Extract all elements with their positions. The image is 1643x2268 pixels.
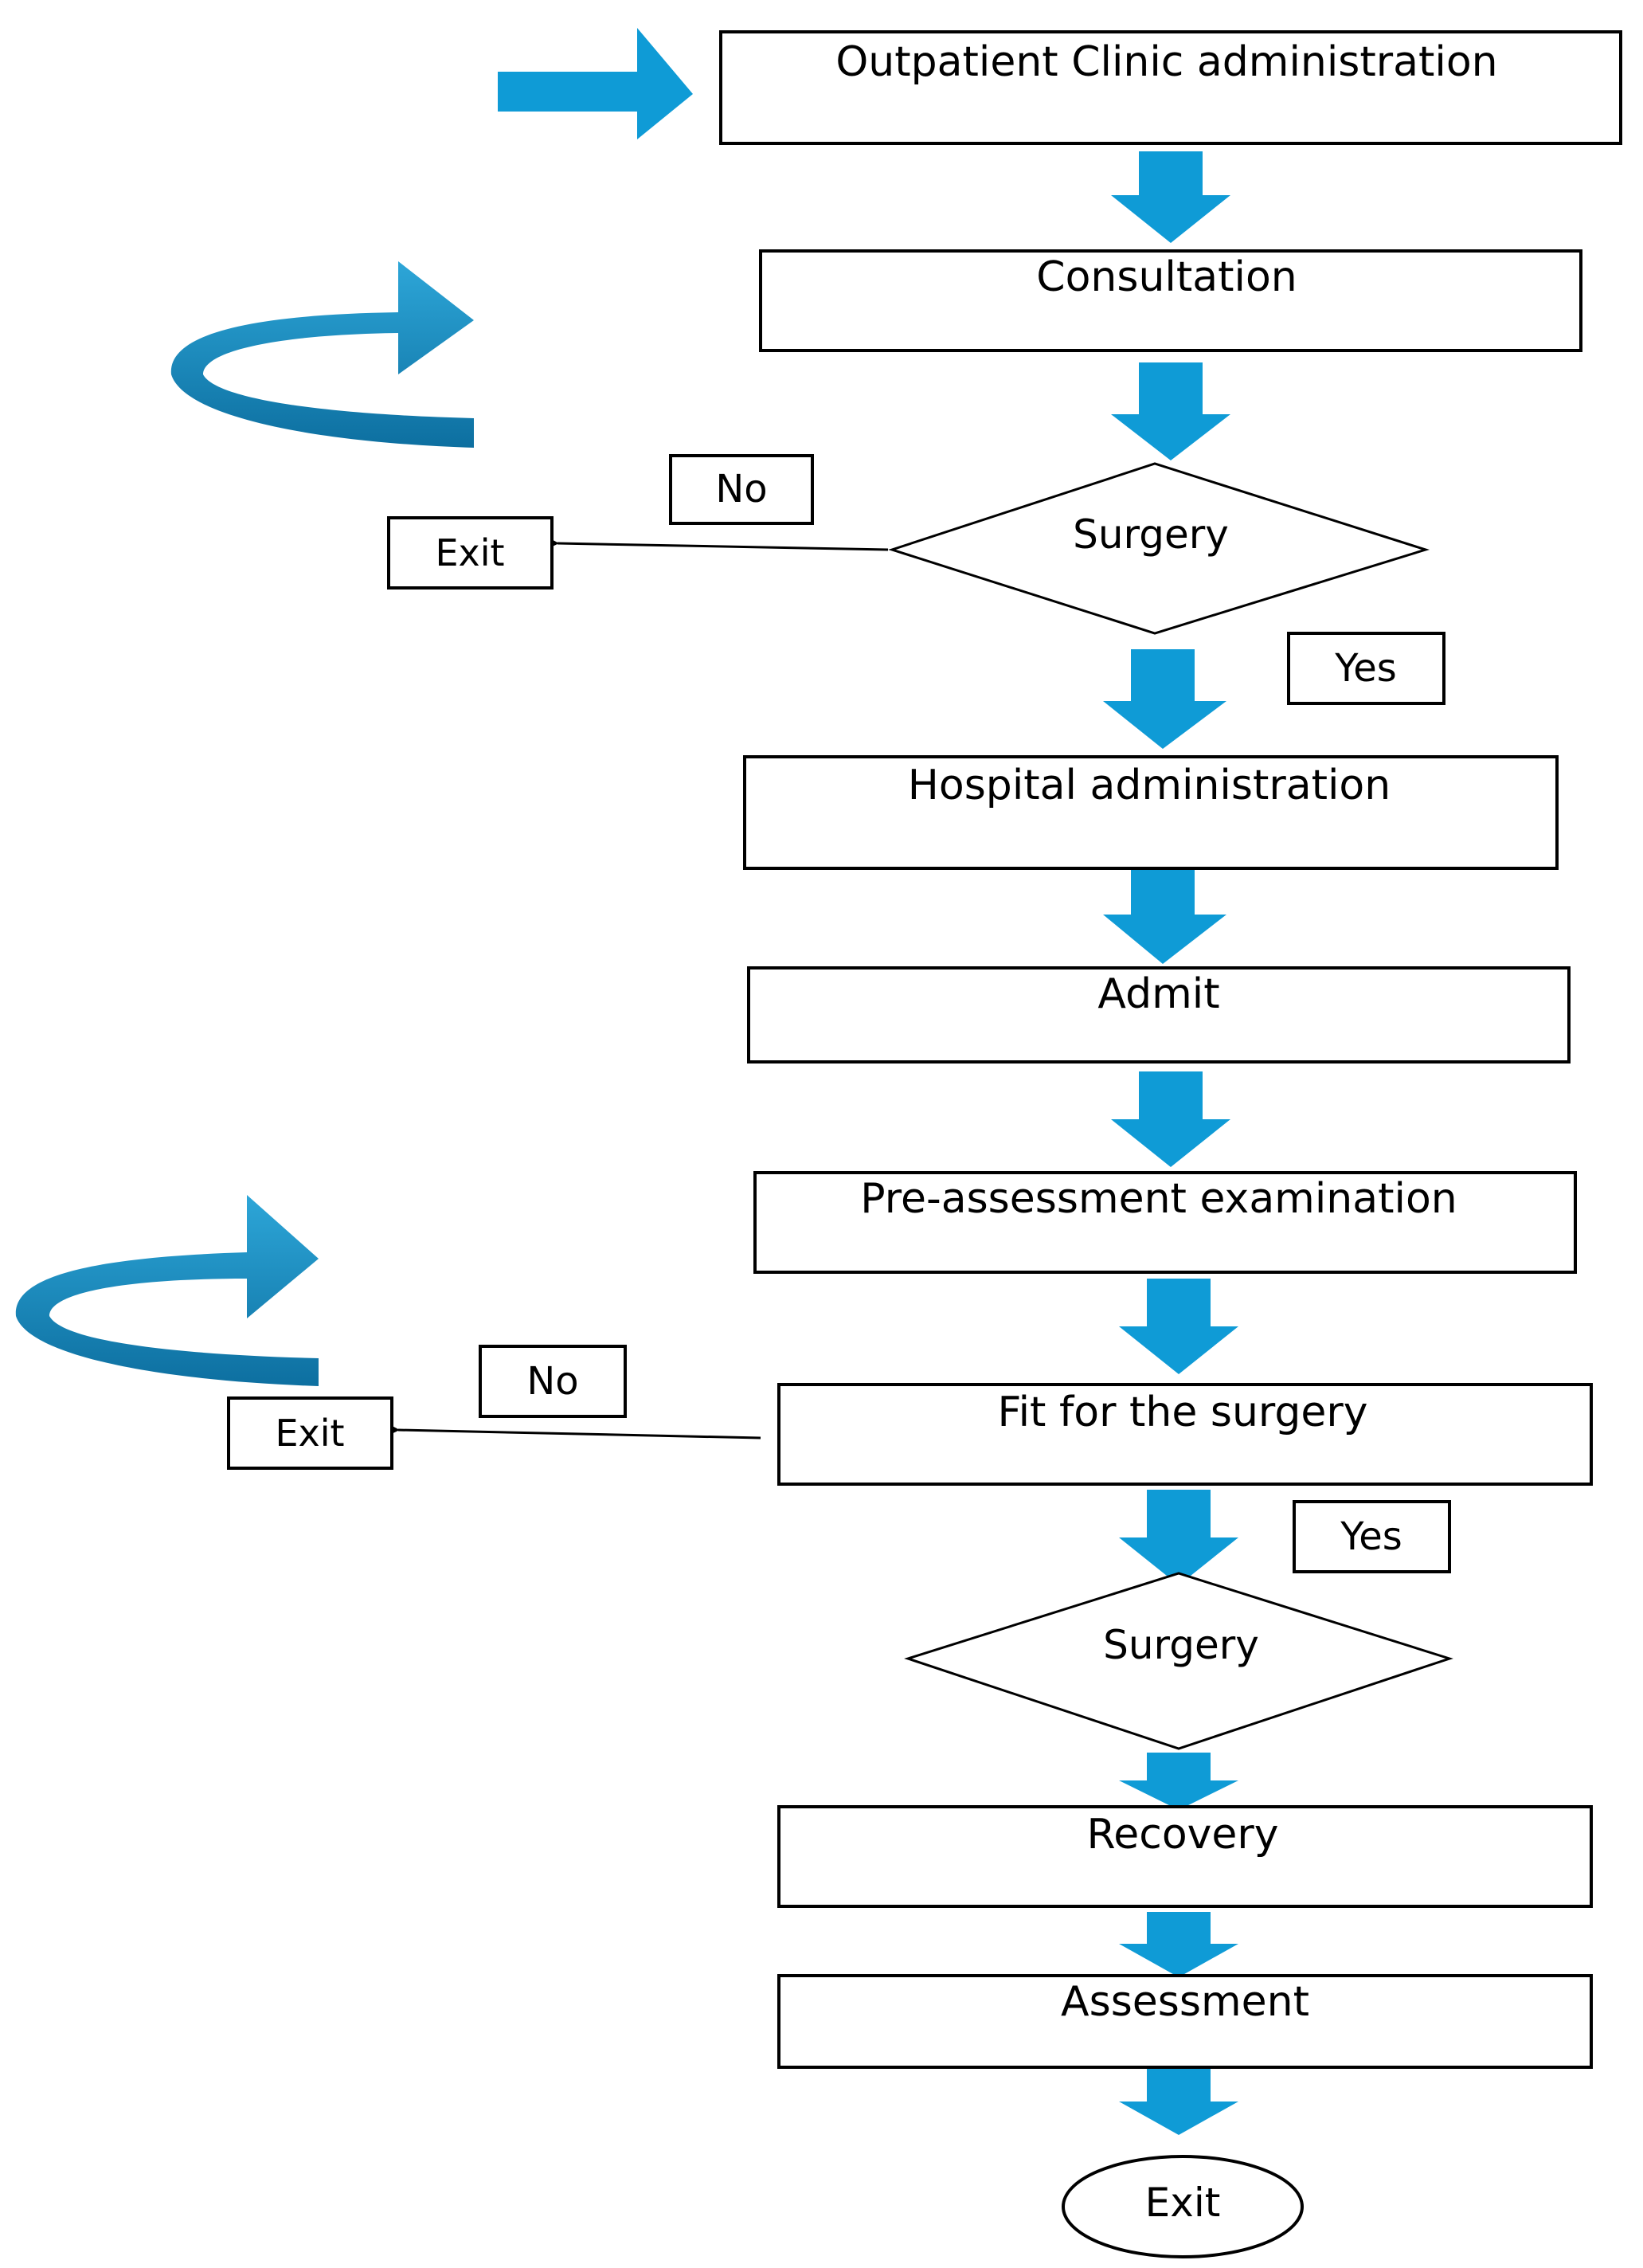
down-arrow-icon — [1119, 1490, 1238, 1585]
outpatient-box: Outpatient Clinic administration — [719, 30, 1622, 145]
surgery-decision: Surgery — [888, 462, 1430, 635]
outpatient-label: Outpatient Clinic administration — [835, 38, 1497, 86]
surgery-yes-label: Yes — [1334, 646, 1396, 691]
surgery-no-label-box: No — [669, 454, 814, 525]
down-arrow-icon — [1119, 1279, 1238, 1374]
fit-for-surgery-box: Fit for the surgery — [777, 1383, 1593, 1486]
down-arrow-icon — [1103, 868, 1226, 964]
entry-arrow-icon — [498, 28, 693, 139]
fit-no-connector — [391, 1425, 761, 1440]
assessment-box: Assessment — [777, 1974, 1593, 2069]
fit-no-label-box: No — [479, 1345, 627, 1418]
down-arrow-icon — [1111, 151, 1230, 243]
fit-no-label: No — [526, 1359, 578, 1404]
curved-return-arrow-icon — [170, 261, 474, 448]
recovery-label: Recovery — [1086, 1811, 1278, 1859]
consultation-box: Consultation — [759, 249, 1582, 352]
surgery-no-connector — [550, 539, 889, 551]
fit-for-surgery-label: Fit for the surgery — [997, 1389, 1367, 1436]
down-arrow-icon — [1103, 649, 1226, 749]
recovery-box: Recovery — [777, 1805, 1593, 1908]
surgery-exit-label: Exit — [435, 531, 504, 574]
hospital-admin-box: Hospital administration — [743, 755, 1559, 870]
consultation-label: Consultation — [1036, 253, 1297, 301]
fit-exit-box: Exit — [227, 1396, 393, 1470]
down-arrow-icon — [1111, 362, 1230, 460]
hospital-admin-label: Hospital administration — [908, 762, 1391, 809]
admit-label: Admit — [1097, 970, 1219, 1018]
curved-return-arrow-icon — [15, 1195, 319, 1386]
final-exit-terminal: Exit — [1062, 2155, 1304, 2258]
fit-exit-label: Exit — [275, 1412, 344, 1455]
down-arrow-icon — [1119, 2067, 1238, 2135]
surgery-yes-label-box: Yes — [1287, 632, 1445, 705]
final-exit-label: Exit — [1145, 2180, 1221, 2226]
fit-yes-label: Yes — [1340, 1514, 1402, 1559]
assessment-label: Assessment — [1061, 1978, 1309, 2026]
pre-assessment-label: Pre-assessment examination — [860, 1175, 1457, 1223]
surgery-step-label: Surgery — [1103, 1622, 1259, 1668]
pre-assessment-box: Pre-assessment examination — [753, 1171, 1577, 1274]
surgery-exit-box: Exit — [387, 516, 554, 590]
surgery-no-label: No — [715, 467, 767, 511]
down-arrow-icon — [1119, 1912, 1238, 1977]
admit-box: Admit — [747, 966, 1571, 1063]
surgery-decision-label: Surgery — [1073, 511, 1229, 558]
fit-yes-label-box: Yes — [1293, 1500, 1451, 1573]
down-arrow-icon — [1111, 1071, 1230, 1167]
down-arrow-icon — [1119, 1753, 1238, 1810]
surgery-step: Surgery — [904, 1572, 1453, 1750]
